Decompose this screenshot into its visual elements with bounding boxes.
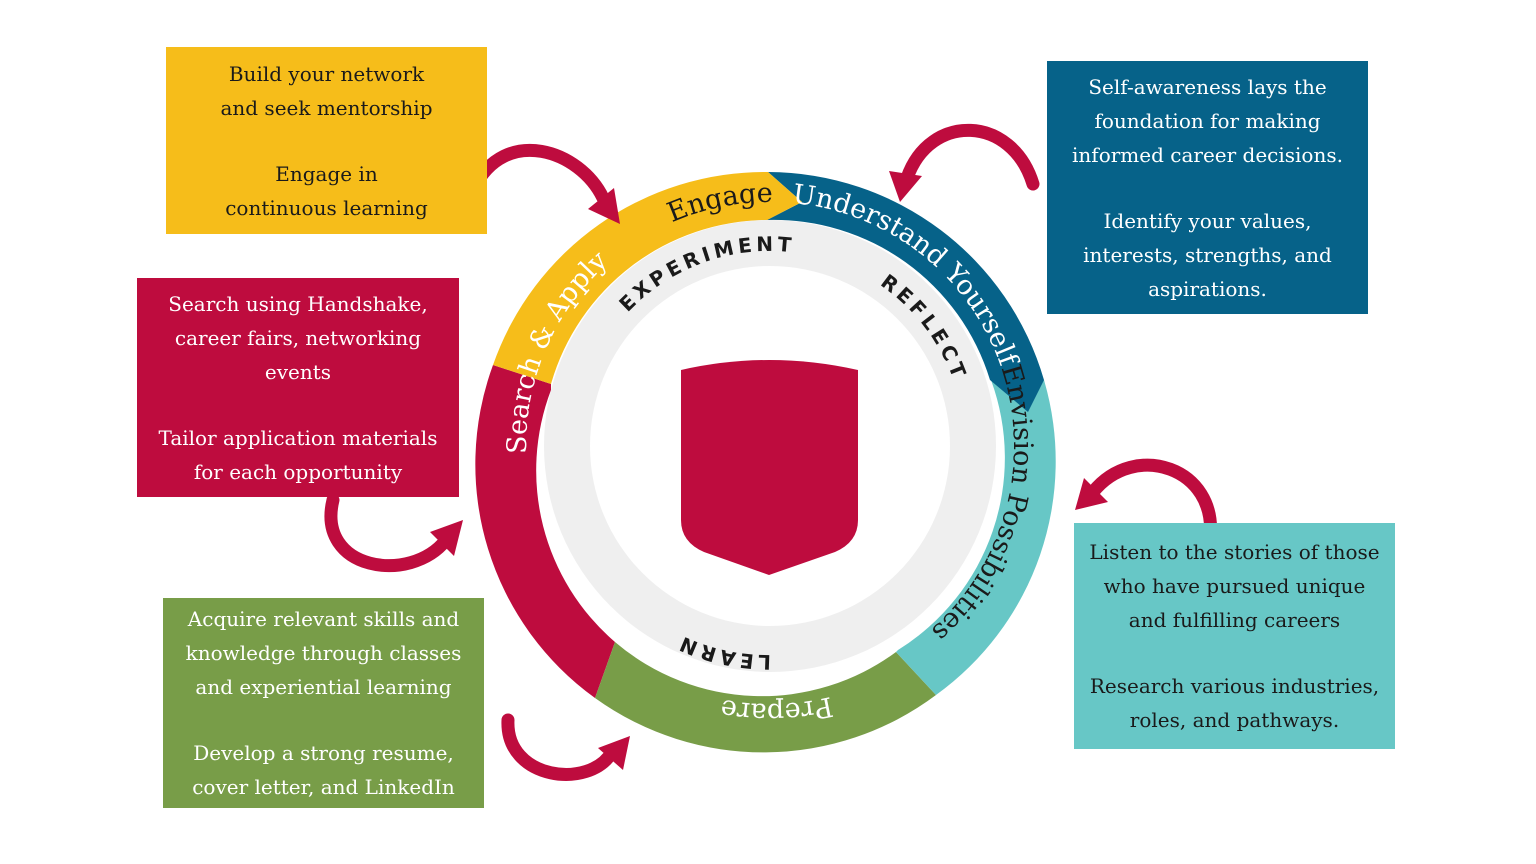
prepare-text-line: and experiential learning [195,675,452,699]
segment-understand [767,172,1044,412]
envision-text-line: roles, and pathways. [1129,708,1340,732]
envision-text-line: who have pursued unique [1103,574,1366,598]
engage-info-box: Build your network and seek mentorship E… [166,47,487,234]
search-text-line: career fairs, networking [174,325,422,350]
understand-text-line: Identify your values, [1103,208,1312,233]
understand-text-line: foundation for making [1094,108,1321,133]
engage-text-line: and seek mentorship [220,95,433,120]
understand-text-line: informed career decisions. [1072,142,1343,167]
curved-arrow-search-icon [324,493,453,573]
curved-arrow-prepare-icon [501,713,619,781]
arrowhead-envision-icon [1075,478,1108,510]
envision-text-line: and fulfilling careers [1128,608,1341,632]
prepare-text-line: cover letter, and LinkedIn [192,775,455,799]
engage-text-line: Build your network [228,61,425,86]
prepare-text-line: Acquire relevant skills and [187,607,460,631]
search-text-line: Search using Handshake, [168,291,428,316]
search-text-line: for each opportunity [193,459,403,484]
prepare-text-line: Develop a strong resume, [193,741,454,765]
prepare-info-box: Acquire relevant skills and knowledge th… [163,598,484,808]
understand-text-line: Self-awareness lays the [1088,74,1327,99]
envision-text-line: Listen to the stories of those [1089,540,1380,564]
envision-info-box: Listen to the stories of those who have … [1074,523,1395,749]
prepare-text-line: knowledge through classes [185,641,462,665]
curved-arrow-engage-icon [467,143,610,205]
arrowhead-prepare-icon [598,736,630,770]
search-text-line: Tailor application materials [158,425,438,450]
shield-icon [681,360,858,575]
segment-envision [896,380,1056,695]
arrowhead-search-icon [430,520,463,556]
segment-search-apply [475,365,615,698]
envision-text-line: Research various industries, [1089,674,1380,698]
segment-prepare [595,642,936,753]
arrowhead-engage-icon [588,188,620,224]
engage-text-line: continuous learning [225,195,428,220]
understand-text-line: aspirations. [1148,276,1267,301]
understand-text-line: interests, strengths, and [1083,242,1332,267]
understand-info-box: Self-awareness lays the foundation for m… [1047,61,1368,314]
search-text-line: events [264,359,332,384]
arrowhead-understand-icon [889,171,922,202]
curved-arrow-envision-icon [1086,458,1217,545]
curved-arrow-understand-icon [900,123,1040,191]
segment-engage [493,171,802,384]
search-apply-info-box: Search using Handshake, career fairs, ne… [137,278,459,497]
engage-text-line: Engage in [275,161,378,186]
